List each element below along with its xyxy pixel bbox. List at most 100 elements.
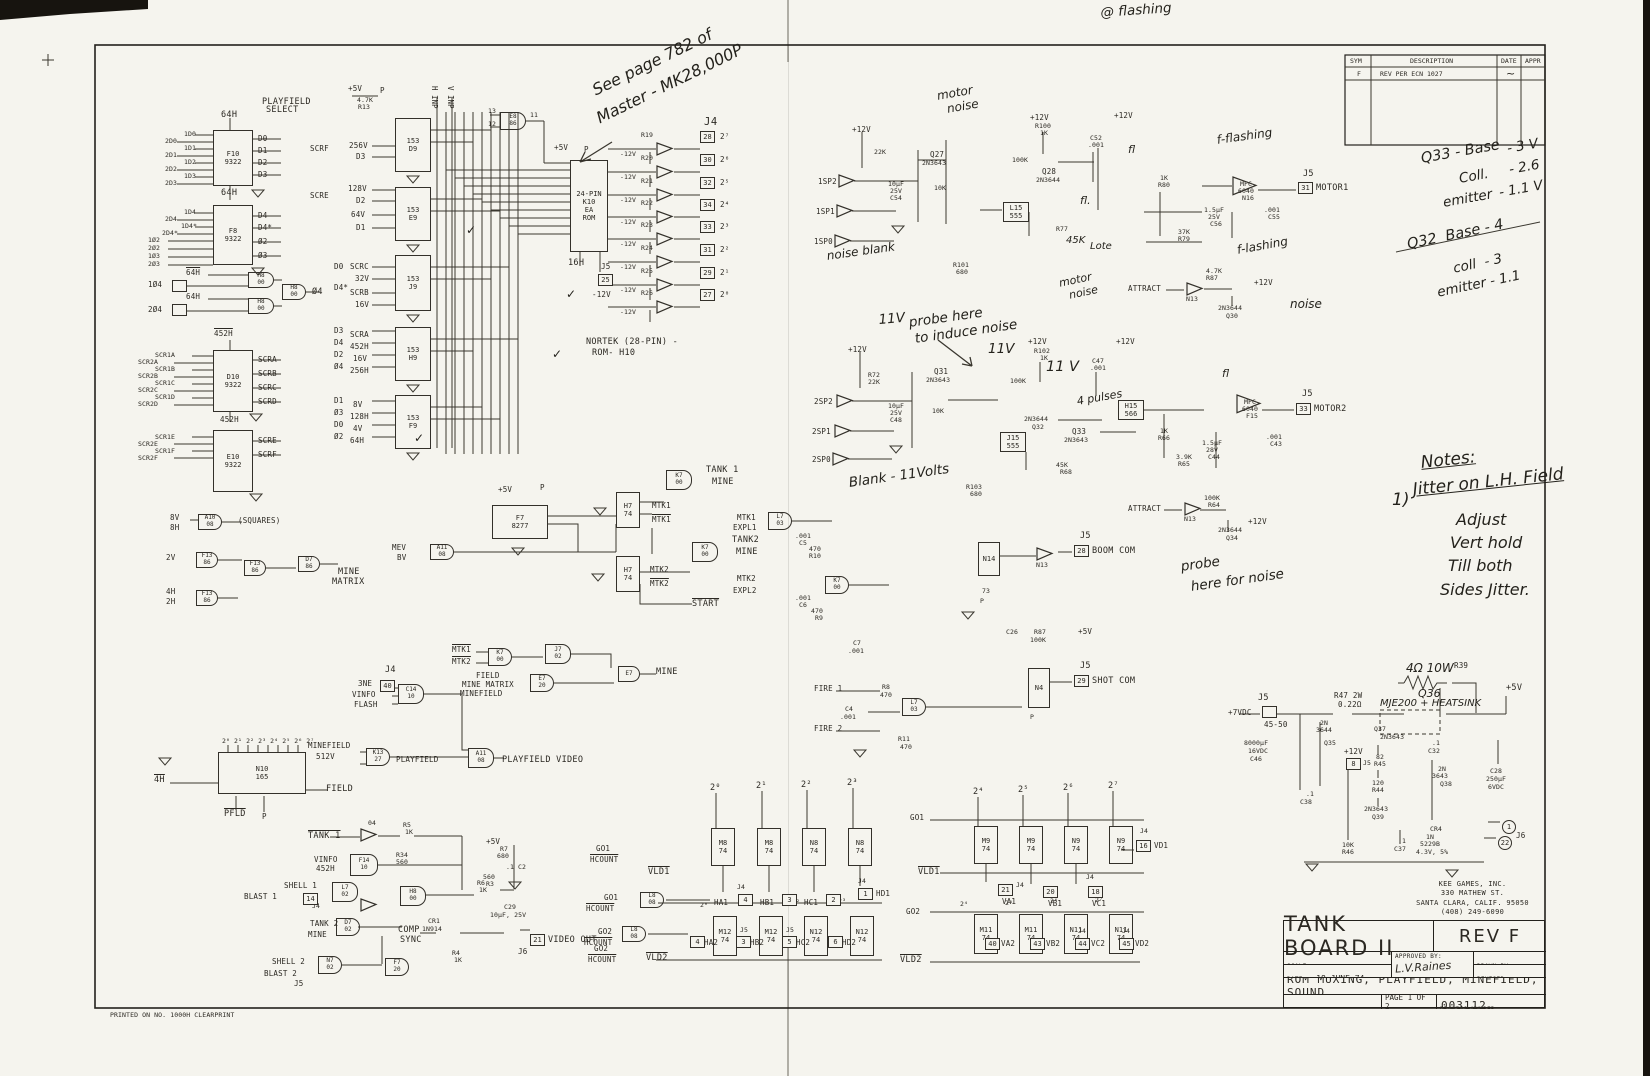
connector-pin: 1 [858, 888, 873, 900]
schematic-label: 2⁷ [1108, 781, 1119, 791]
schematic-label: C56 [1210, 220, 1223, 228]
connector-pin: 16 [1136, 840, 1151, 852]
schematic-label: FIRE 1 [814, 684, 843, 693]
schematic-label: 1K [1160, 427, 1169, 435]
connector-pin: 31 [1298, 182, 1313, 194]
schematic-label: 10µF, 25V [490, 911, 527, 919]
schematic-label: SCRC [258, 383, 277, 392]
schematic-label: .001 [1266, 433, 1283, 441]
schematic-label: 2⁴ [960, 900, 969, 908]
schematic-label: VC1 [1092, 899, 1107, 908]
schematic-label: 3NE [358, 679, 373, 688]
schematic-label: 2¹ [756, 781, 767, 791]
inverter-triangle [656, 255, 674, 269]
schematic-label: 1D1 [184, 144, 197, 152]
schematic-label: VD2 [1135, 939, 1150, 948]
connector-circle: 22 [1498, 836, 1512, 850]
schematic-label: SCRA [350, 330, 369, 339]
schematic-label: -12V [620, 150, 637, 158]
connector-pin: 44 [1075, 938, 1090, 950]
schematic-label: GO1 [910, 813, 925, 822]
schematic-label: C26 [1006, 628, 1019, 636]
schematic-label: +12V [1030, 113, 1049, 122]
schematic-label: 6040 [1238, 187, 1255, 195]
drawing-number-label: DRAWING NUMBER [1440, 1006, 1495, 1009]
schematic-label: SCRB [350, 288, 369, 297]
schematic-label: J5 [740, 926, 749, 934]
schematic-label: C37 [1394, 845, 1407, 853]
drawing-title-text: TANK BOARD II [1284, 912, 1395, 960]
schematic-label: 452H [220, 415, 239, 424]
connector-pin [172, 304, 187, 316]
schematic-label: R39 [1454, 661, 1469, 670]
schematic-label: 100K [1030, 636, 1047, 644]
schematic-label: R46 [1342, 848, 1355, 856]
schematic-label: EXPL2 [733, 586, 757, 595]
schematic-label: +12V [1254, 278, 1273, 287]
schematic-label: 4Ω 10W [1406, 661, 1454, 675]
schematic-label: 22K [868, 378, 881, 386]
schematic-label: MATRIX [332, 577, 365, 587]
schematic-label: GO1 [604, 893, 619, 902]
schematic-label: 64V [351, 210, 366, 219]
connector-pin: 43 [1030, 938, 1045, 950]
schematic-label: - 1.1 V [1497, 177, 1545, 201]
schematic-label: +5V [486, 837, 501, 846]
company-street: 330 MATHEW ST. [1440, 889, 1505, 898]
schematic-label: Q32 [1032, 423, 1045, 431]
schematic-label: HA2 [704, 938, 719, 947]
scan-artifact [0, 0, 148, 20]
schematic-label: 1.5µF [1204, 206, 1225, 214]
schematic-label: MFC [1240, 180, 1253, 188]
schematic-label: 45-50 [1264, 720, 1288, 729]
drawing-title: TANK BOARD II [1284, 912, 1433, 960]
drawn-label: DRAWN BY: [1477, 963, 1512, 964]
schematic-label: HB1 [760, 898, 775, 907]
connector-pin: 45 [1119, 938, 1134, 950]
schematic-label: probe [1179, 553, 1221, 575]
schematic-label: 2⁵ [720, 178, 730, 187]
schematic-label: Q35 [1324, 739, 1337, 747]
schematic-label: +12V [1028, 337, 1047, 346]
schematic-label: 2⁷ [1095, 896, 1104, 904]
schematic-label: 2D1 [165, 151, 178, 159]
schematic-label: BV [397, 553, 407, 562]
schematic-label: 2N3644 [1218, 304, 1243, 312]
schematic-label: 11 V [1046, 359, 1079, 375]
schematic-label: .001 [1090, 364, 1107, 372]
schematic-label: Ø2 [258, 237, 268, 246]
schematic-label: 2⁰ [700, 901, 709, 909]
schematic-label: SCR2A [138, 358, 159, 366]
schematic-label: 452H [214, 329, 233, 338]
schematic-label: R77 [1056, 225, 1069, 233]
connector-pin [1262, 706, 1277, 718]
schematic-label: P [262, 812, 267, 821]
drawing-number-cell: DRAWING NUMBER 003112 [1436, 994, 1546, 1009]
connector-pin: 18 [1088, 886, 1103, 898]
connector-pin: 33 [700, 221, 715, 233]
schematic-label: 8000µF [1244, 739, 1269, 747]
schematic-label: D4* [334, 283, 349, 292]
schematic-label: 2⁴ [973, 787, 984, 797]
schematic-label: F15 [1246, 412, 1259, 420]
company-city: SANTA CLARA, CALIF. 95050 [1416, 898, 1529, 907]
schematic-label: J6 [518, 947, 528, 956]
schematic-label: VLD1 [648, 867, 670, 877]
schematic-label: 2N3643 [1364, 805, 1389, 813]
schematic-label: MINE [338, 567, 360, 577]
schematic-label: VB1 [1048, 899, 1063, 908]
